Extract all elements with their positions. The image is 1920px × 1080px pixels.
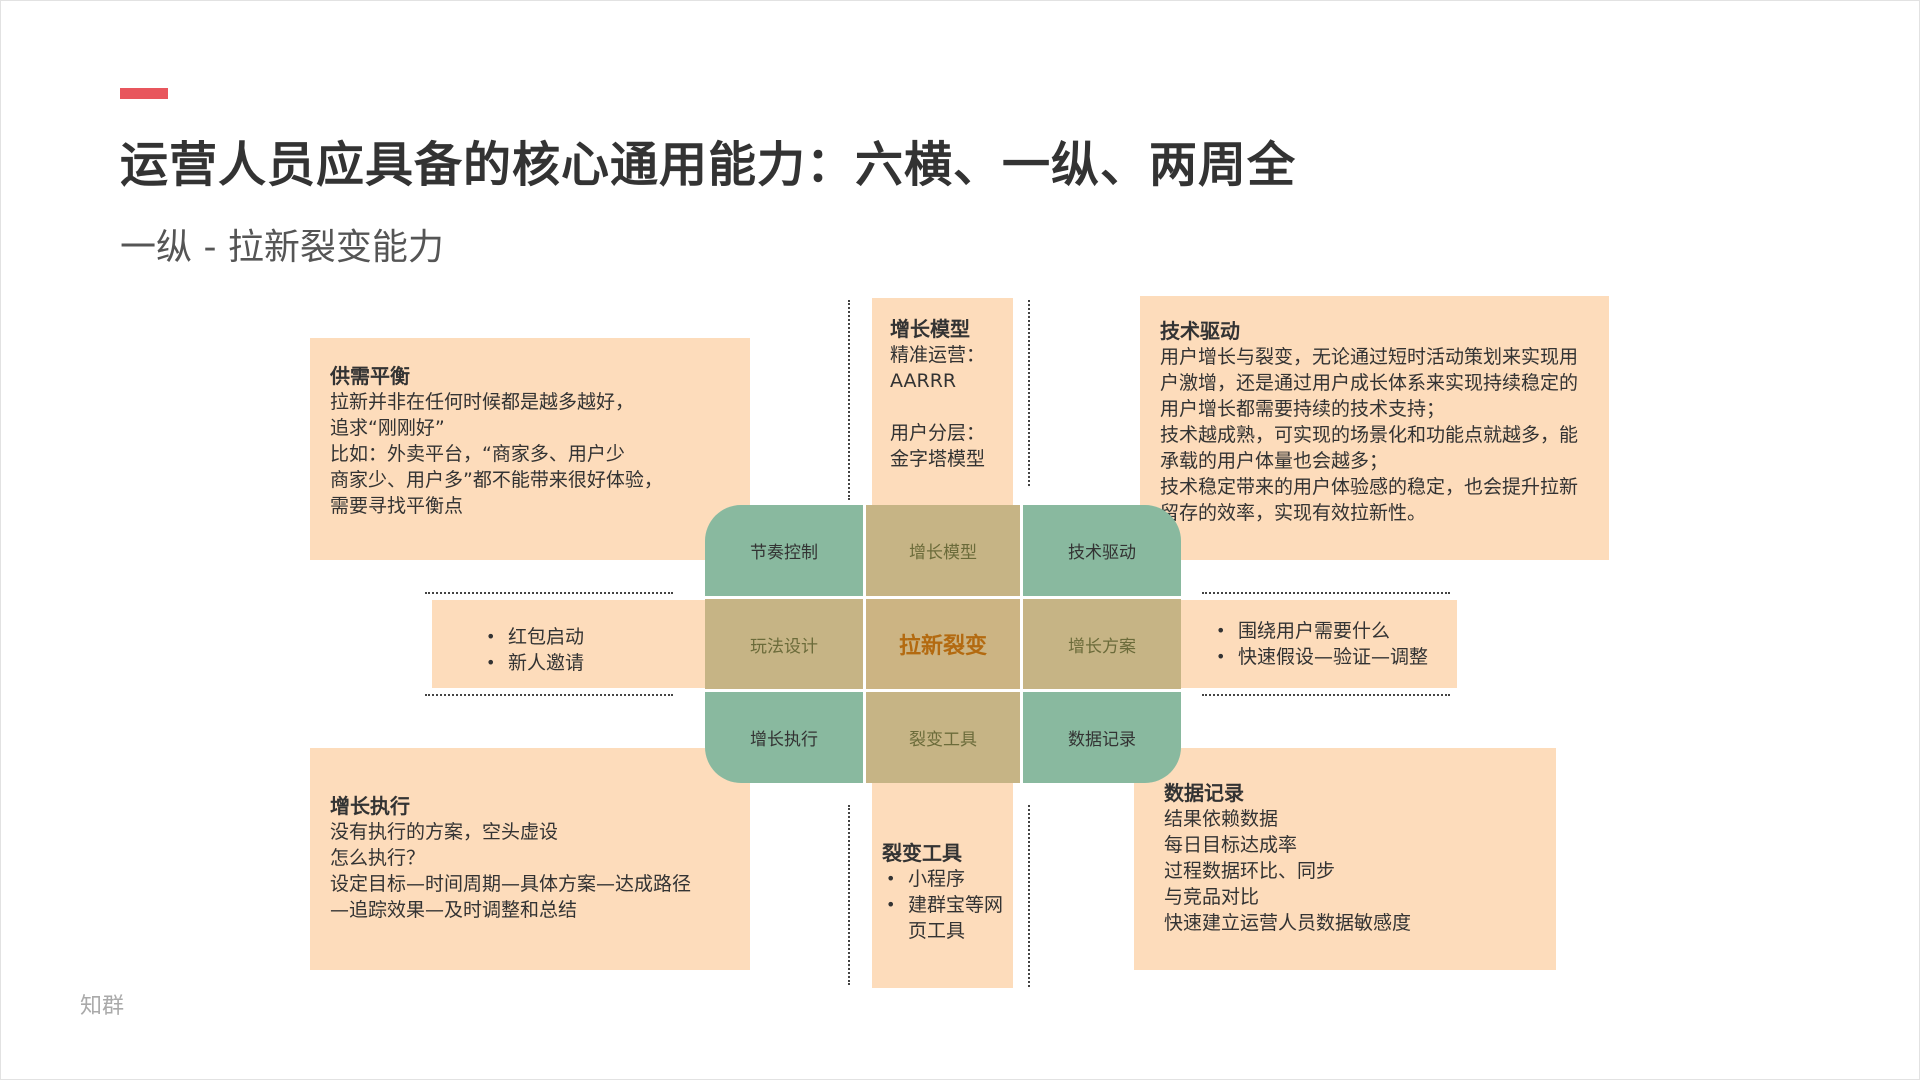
grid-middle-band [705, 598, 1181, 690]
brand-watermark: 知群 [80, 994, 125, 1019]
supply-demand-line: 商家少、用户多”都不能带来很好体验， [330, 469, 663, 491]
data-record-box: 数据记录 结果依赖数据 每日目标达成率 过程数据环比、同步 与竞品对比 快速建立… [1134, 748, 1556, 970]
growth-model-line: 金字塔模型 [890, 448, 986, 470]
dotted-line-left-top [425, 592, 673, 594]
grid-cell-data-record: 数据记录 [1068, 730, 1136, 750]
data-record-line: 与竞品对比 [1164, 886, 1260, 908]
grid-cell-fission-tools: 裂变工具 [909, 730, 977, 750]
dotted-line-left-bottom [425, 694, 673, 696]
supply-demand-line: 拉新并非在任何时候都是越多越好， [330, 391, 635, 413]
supply-demand-heading: 供需平衡 [330, 364, 410, 388]
accent-bar [120, 88, 168, 99]
data-record-line: 每日目标达成率 [1164, 834, 1298, 856]
tech-driven-line: 用户增长都需要持续的技术支持； [1160, 398, 1446, 420]
tech-driven-line: 用户增长与裂变，无论通过短时活动策划来实现用 [1160, 346, 1579, 368]
tech-driven-line: 技术越成熟，可实现的场景化和功能点就越多，能 [1160, 424, 1579, 446]
grid-separator [1020, 505, 1023, 783]
grid-separator [705, 596, 1181, 599]
grid-overlay [705, 505, 1181, 783]
growth-execution-line: 设定目标—时间周期—具体方案—达成路径 [330, 873, 692, 895]
fission-tools-line: 页工具 [908, 920, 966, 942]
grid-cell-play-design: 玩法设计 [750, 636, 818, 657]
grid-cell-growth-plan: 增长方案 [1068, 636, 1136, 657]
grid-cell-acquisition-fission: 拉新裂变 [898, 634, 987, 659]
data-record-line: 快速建立运营人员数据敏感度 [1164, 912, 1412, 934]
grid-separator [705, 689, 1181, 692]
play-design-item: 红包启动 [482, 624, 707, 650]
data-record-heading: 数据记录 [1164, 781, 1244, 805]
tech-driven-line: 户激增，还是通过用户成长体系来实现持续稳定的 [1160, 372, 1579, 394]
tech-driven-line: 留存的效率，实现有效拉新性。 [1160, 502, 1427, 524]
fission-tools-box: 裂变工具 小程序 建群宝等网 页工具 [872, 780, 1013, 988]
grid-cell-rhythm-control: 节奏控制 [750, 543, 818, 563]
dotted-line-bottom-left [848, 805, 850, 985]
page-title: 运营人员应具备的核心通用能力：六横、一纵、两周全 [120, 137, 1297, 193]
grid-separator [863, 505, 866, 783]
data-record-line: 过程数据环比、同步 [1164, 860, 1336, 882]
tech-driven-line: 技术稳定带来的用户体验感的稳定，也会提升拉新 [1160, 476, 1579, 498]
supply-demand-line: 追求“刚刚好” [330, 417, 445, 439]
fission-tools-item: 小程序 [882, 866, 1013, 892]
data-record-line: 结果依赖数据 [1164, 808, 1279, 830]
growth-model-line: 精准运营： [890, 344, 986, 366]
fission-tools-heading: 裂变工具 [882, 841, 962, 865]
growth-model-heading: 增长模型 [890, 317, 970, 341]
growth-plan-item: 快速假设—验证—调整 [1212, 644, 1457, 670]
growth-plan-item: 围绕用户需要什么 [1212, 618, 1457, 644]
dotted-line-right-top [1202, 592, 1450, 594]
growth-model-line: AARRR [890, 370, 957, 392]
grid-cell-tech-driven: 技术驱动 [1068, 543, 1136, 563]
growth-execution-line: 怎么执行？ [330, 847, 426, 869]
page-subtitle: 一纵 - 拉新裂变能力 [120, 227, 444, 268]
tech-driven-line: 承载的用户体量也会越多； [1160, 450, 1389, 472]
dotted-line-top-left [848, 300, 850, 500]
play-design-box: 红包启动 新人邀请 [432, 600, 707, 688]
growth-execution-box: 增长执行 没有执行的方案，空头虚设 怎么执行？ 设定目标—时间周期—具体方案—达… [310, 748, 750, 970]
play-design-item: 新人邀请 [482, 650, 707, 676]
growth-plan-box: 围绕用户需要什么 快速假设—验证—调整 [1180, 600, 1457, 688]
tech-driven-box: 技术驱动 用户增长与裂变，无论通过短时活动策划来实现用 户激增，还是通过用户成长… [1140, 296, 1609, 560]
supply-demand-line: 需要寻找平衡点 [330, 495, 464, 517]
supply-demand-box: 供需平衡 拉新并非在任何时候都是越多越好， 追求“刚刚好” 比如：外卖平台，“商… [310, 338, 750, 560]
grid-cell-growth-execution: 增长执行 [750, 730, 818, 750]
growth-model-box: 增长模型 精准运营： AARRR 用户分层： 金字塔模型 [872, 298, 1013, 508]
grid-cell-growth-model: 增长模型 [909, 543, 977, 563]
dotted-line-bottom-right [1028, 805, 1030, 987]
growth-execution-line: 没有执行的方案，空头虚设 [330, 821, 559, 843]
dotted-line-right-bottom [1202, 694, 1450, 696]
dotted-line-top-right [1028, 300, 1030, 486]
tech-driven-heading: 技术驱动 [1160, 319, 1240, 343]
supply-demand-line: 比如：外卖平台，“商家多、用户少 [330, 443, 625, 465]
growth-model-line: 用户分层： [890, 422, 986, 444]
fission-tools-item: 建群宝等网 [882, 892, 1013, 918]
growth-execution-line: —追踪效果—及时调整和总结 [330, 899, 578, 921]
capability-grid: 节奏控制 增长模型 技术驱动 玩法设计 拉新裂变 增长方案 增长执行 裂变工具 … [705, 505, 1181, 783]
growth-execution-heading: 增长执行 [330, 794, 410, 818]
